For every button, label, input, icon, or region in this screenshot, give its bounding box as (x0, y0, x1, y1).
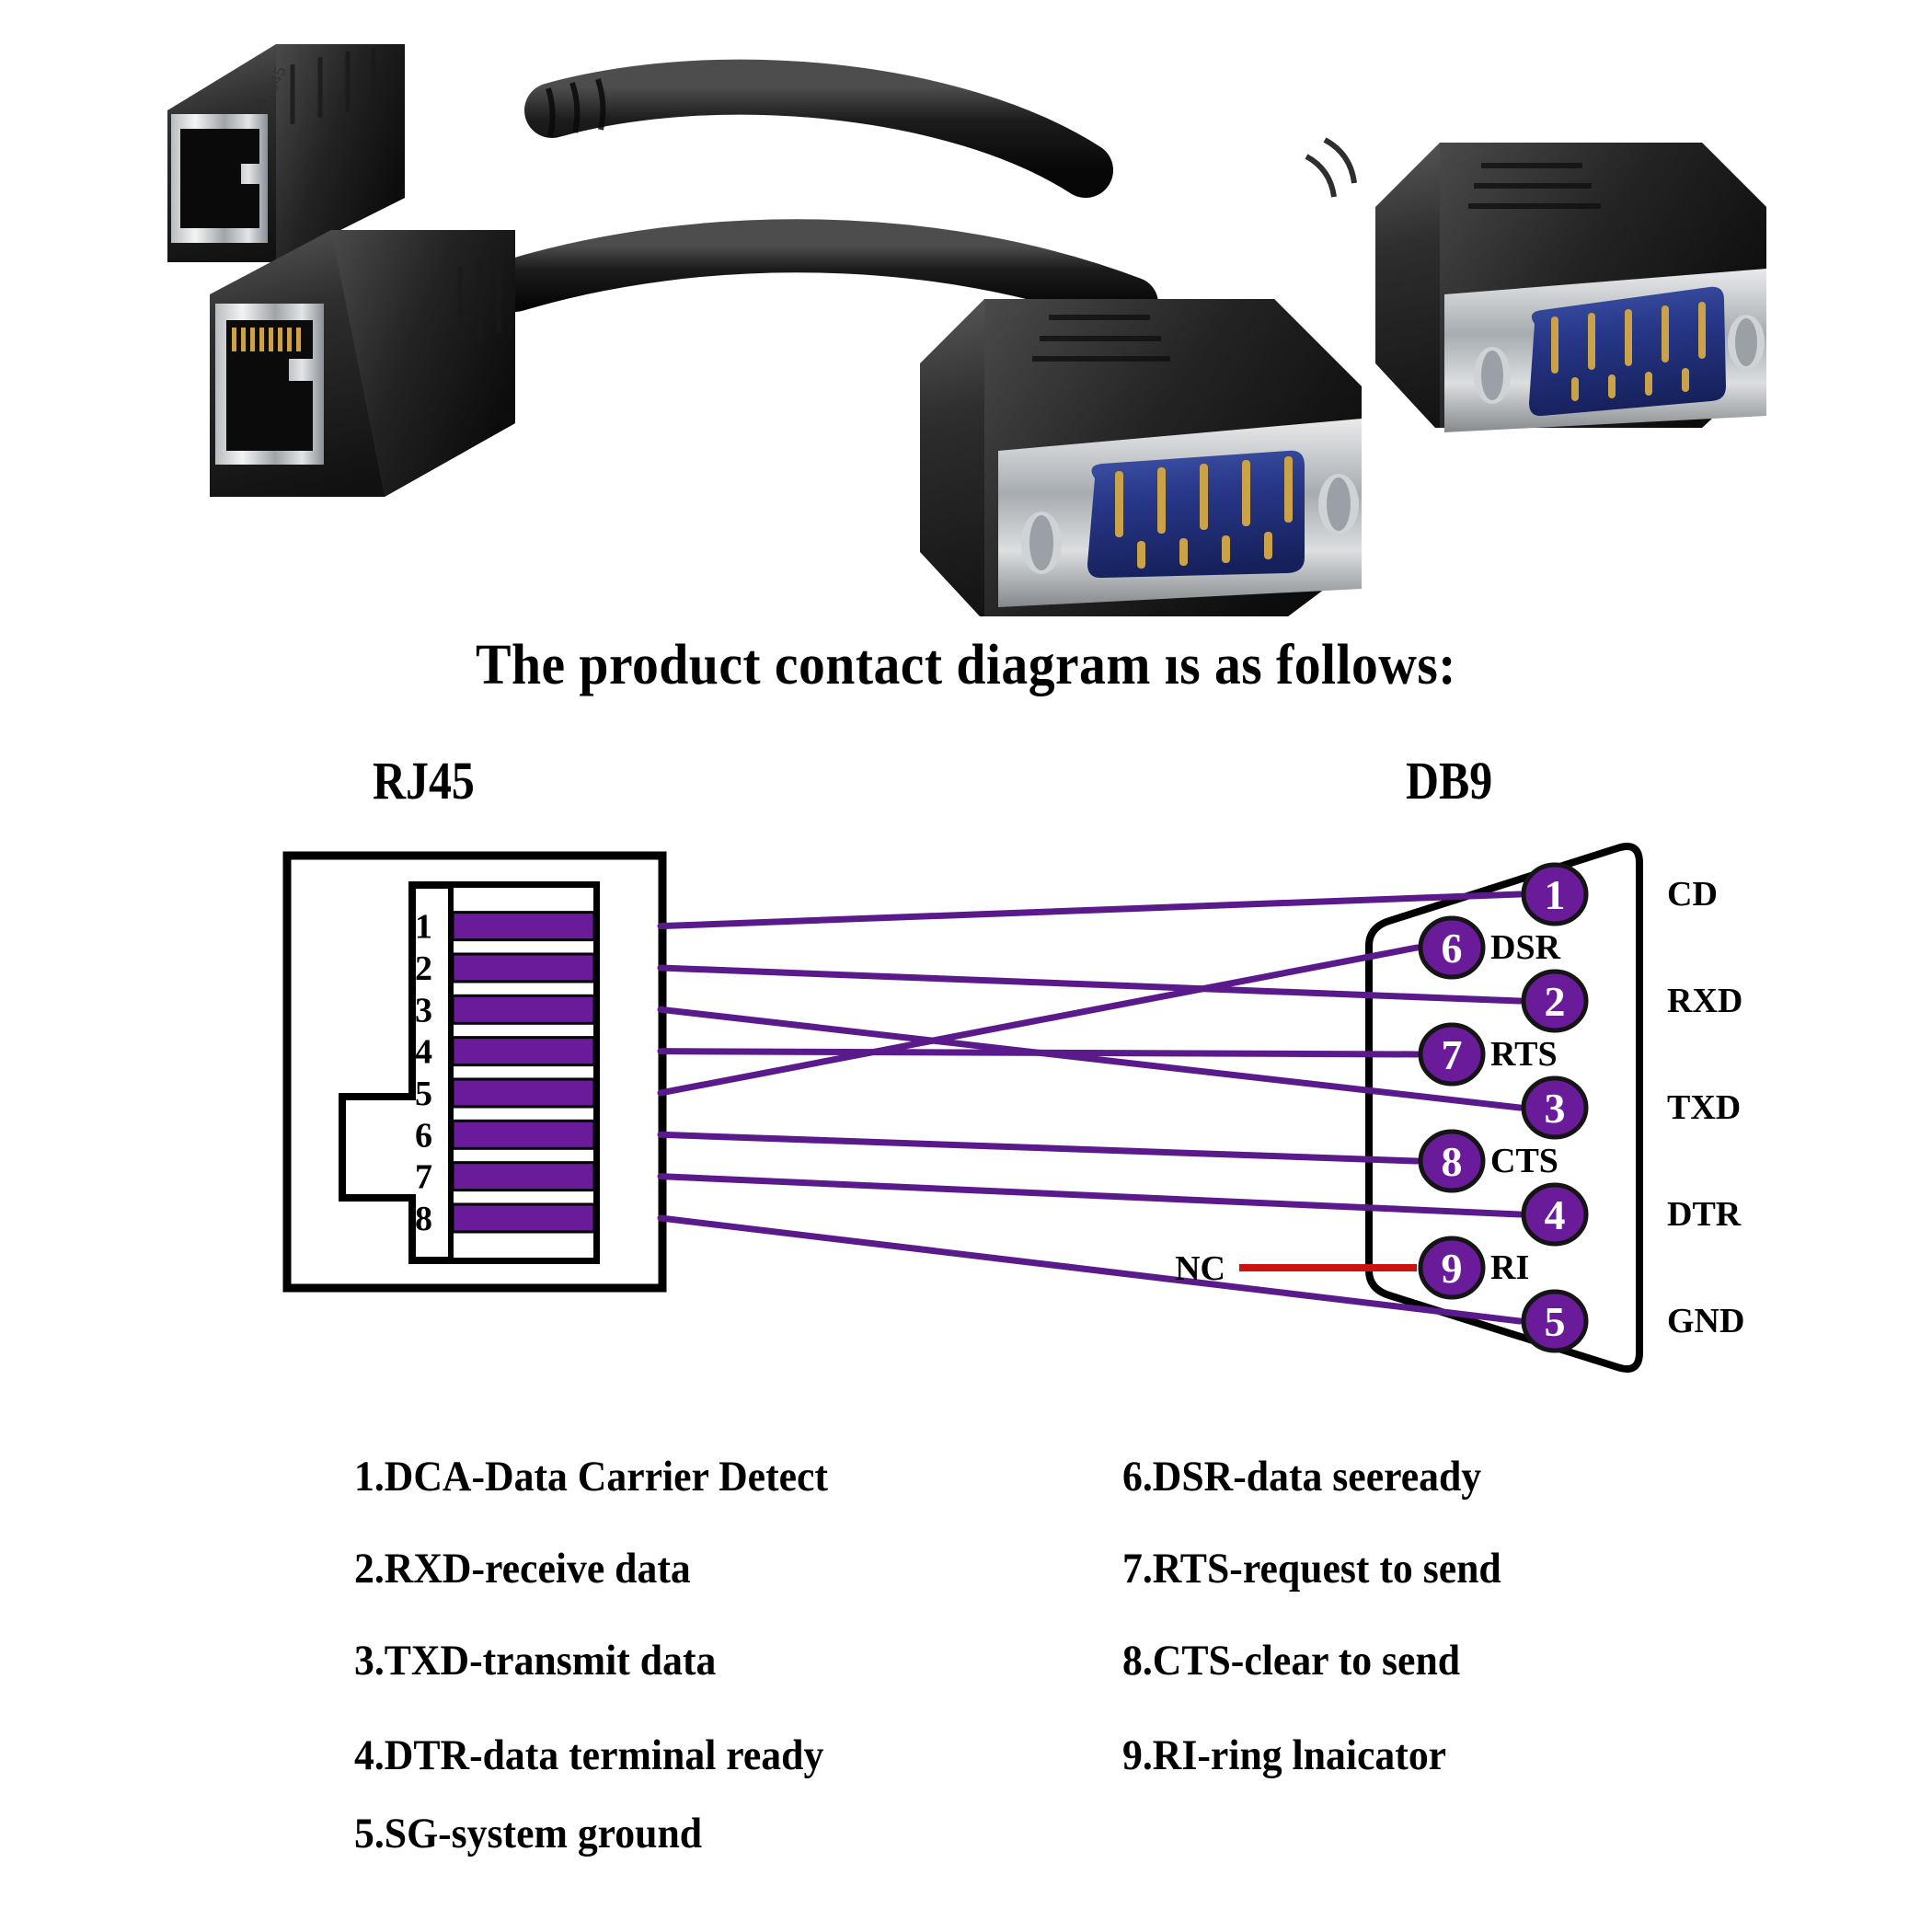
db9-pin-circle (1521, 862, 1589, 926)
db9-pin-number: 2 (1545, 978, 1566, 1025)
db9-pin-circle (1521, 1289, 1589, 1353)
connection-wire (657, 1173, 1524, 1218)
db9-pin-signal-label: GND (1667, 1302, 1744, 1340)
rj45-pin: 5 (415, 1075, 596, 1113)
db9-pin-number: 8 (1442, 1138, 1463, 1185)
db9-pin-circle (1521, 969, 1589, 1033)
db9-pin-circle (1521, 1182, 1589, 1247)
pin-legend: 1.DCA-Data Carrier Detect 2.RXD-receive d… (0, 1444, 1932, 1932)
db9-pin-signal-label: CTS (1490, 1142, 1558, 1180)
db9-pin-circle (1418, 1236, 1486, 1300)
rj45-pin-bar (451, 911, 596, 942)
rj45-pin-number: 1 (415, 908, 432, 947)
legend-item: 1.DCA-Data Carrier Detect (354, 1453, 828, 1501)
db9-pin-number: 4 (1545, 1191, 1566, 1238)
nc-marker: NC (1175, 1249, 1417, 1288)
rj45-pin: 3 (415, 991, 596, 1029)
db9-pin-signal-label: RXD (1667, 982, 1742, 1020)
db9-pin: 4 DTR (1521, 1182, 1742, 1247)
db9-pin-number: 9 (1442, 1245, 1463, 1292)
rj45-pin-bar (451, 994, 596, 1025)
db9-pin: 9 RI (1418, 1236, 1529, 1300)
db9-pin-number: 3 (1545, 1085, 1566, 1132)
cable-lower (489, 219, 1158, 330)
legend-item: 3.TXD-transmit data (354, 1637, 717, 1685)
rj45-pin-bar (451, 1077, 596, 1109)
rj45-pin-number: 7 (415, 1158, 432, 1197)
legend-item: 8.CTS-clear to send (1122, 1637, 1461, 1685)
rj45-pin: 2 (415, 949, 596, 988)
rj45-pin-bar (451, 1202, 596, 1234)
connection-wire (657, 1214, 1524, 1325)
db9-pin-circle (1418, 915, 1486, 980)
section-header-rj45: RJ45 (373, 751, 475, 811)
connection-wire (657, 1048, 1420, 1058)
db9-pin-circle (1418, 1129, 1486, 1193)
rj45-pin-bar (451, 1119, 596, 1150)
legend-item: 6.DSR-data seeready (1122, 1453, 1482, 1501)
db9-pin-number: 5 (1545, 1298, 1566, 1345)
db9-pin-signal-label: RTS (1490, 1035, 1558, 1074)
legend-item: 4.DTR-data terminal ready (354, 1731, 824, 1779)
rj45-pin: 7 (415, 1158, 596, 1197)
rj45-pin-number: 8 (415, 1200, 432, 1238)
connection-wire (657, 964, 1524, 1005)
legend-item: 2.RXD-receive data (354, 1545, 691, 1593)
db9-pin: 7 RTS (1418, 1022, 1558, 1087)
db9-connector-back (1305, 137, 1766, 432)
rj45-pin-number: 6 (415, 1116, 432, 1155)
db9-pin: 5 GND (1521, 1289, 1744, 1353)
db9-pin: 2 RXD (1521, 969, 1742, 1033)
connection-wire (657, 1131, 1420, 1165)
rj45-pin: 8 (415, 1200, 596, 1238)
db9-connector-front (920, 299, 1362, 616)
db9-pin-number: 6 (1442, 925, 1463, 972)
jackscrew (1021, 474, 1359, 574)
rj45-jack-lower (210, 230, 515, 497)
legend-item: 9.RI-ring lnaicator (1122, 1731, 1447, 1779)
rj45-pin-number: 2 (415, 949, 432, 988)
db9-pin: 3 TXD (1521, 1075, 1741, 1140)
rj45-pin-bar (451, 952, 596, 983)
rj45-contact-strip (448, 882, 599, 1263)
rj45-pin-number: 5 (415, 1075, 432, 1113)
legend-item: 5.SG-system ground (354, 1810, 703, 1857)
db9-pin-number: 7 (1442, 1031, 1463, 1078)
connection-wires (657, 891, 1524, 1325)
db9-pin-signal-label: TXD (1667, 1088, 1741, 1127)
db9-pin-circle (1521, 1075, 1589, 1140)
connection-wire (657, 1006, 1524, 1111)
rj45-pin: 6 (415, 1116, 596, 1155)
rj45-pin: 1 (415, 908, 596, 947)
jackscrew (1474, 315, 1765, 404)
rj45-pin-bar (451, 1036, 596, 1067)
db9-pin: 6 DSR (1418, 915, 1561, 980)
db9-pin-number: 1 (1545, 871, 1566, 918)
rj45-pin-number: 4 (415, 1033, 432, 1072)
rj45-jack-upper: RJ45 (167, 44, 606, 262)
db9-pin: 8 CTS (1418, 1129, 1558, 1193)
db9-pin-signal-label: RI (1490, 1248, 1529, 1287)
section-header-db9: DB9 (1406, 751, 1493, 811)
db9-pin-group: 1 CD 6 DSR 2 RXD 7 RTS 3 TXD 8 CTS 4 DTR 9 RI 5 GND (1418, 862, 1744, 1353)
rj45-pin-number: 3 (415, 991, 432, 1029)
rj45-pin-bar (451, 1161, 596, 1192)
cable-upper (524, 59, 1113, 198)
db9-pin: 1 CD (1521, 862, 1718, 926)
rj45-pin: 4 (415, 1033, 596, 1072)
connection-wire (657, 891, 1524, 930)
product-photo: RJ45 (0, 0, 1932, 635)
db9-pin-signal-label: CD (1667, 875, 1718, 914)
page-title: The product contact diagram ıs as follow… (476, 634, 1456, 696)
nc-label: NC (1175, 1249, 1225, 1288)
db9-pin-signal-label: DSR (1490, 928, 1561, 967)
connection-wire (657, 944, 1420, 1097)
legend-item: 7.RTS-request to send (1122, 1545, 1501, 1593)
db9-pin-circle (1418, 1022, 1486, 1087)
db9-pin-signal-label: DTR (1667, 1195, 1742, 1234)
